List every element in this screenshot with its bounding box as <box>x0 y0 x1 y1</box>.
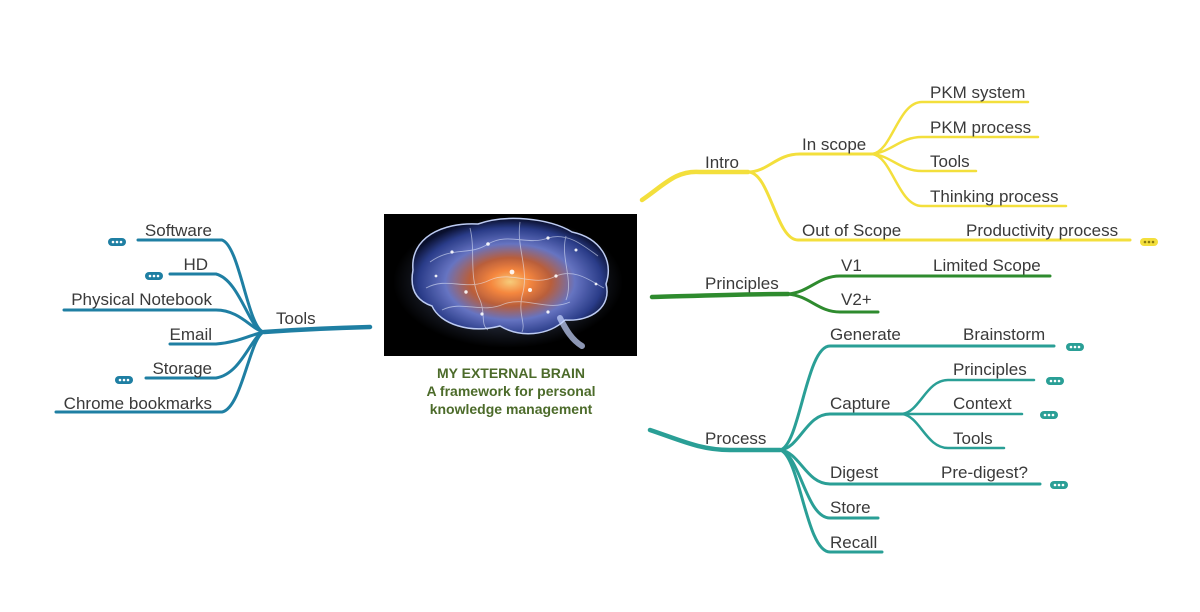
connector-thinking-process <box>870 152 1068 208</box>
connector-v2 <box>786 292 880 314</box>
node-digest[interactable]: Digest <box>830 463 878 482</box>
node-recall[interactable]: Recall <box>830 533 877 552</box>
connector-v1 <box>786 274 1052 296</box>
node-hd[interactable]: HD <box>183 255 208 274</box>
connector-tools-capture <box>900 412 1006 450</box>
node-productivity-process[interactable]: Productivity process <box>966 221 1118 240</box>
node-software[interactable]: Software <box>145 221 212 240</box>
connector-out-of-scope <box>746 170 1132 242</box>
connector-in-scope <box>746 152 874 174</box>
node-intro[interactable]: Intro <box>705 153 739 172</box>
more-dots-icon[interactable] <box>1050 481 1068 489</box>
central-title[interactable]: MY EXTERNAL BRAIN A framework for person… <box>426 365 595 417</box>
node-v2[interactable]: V2+ <box>841 290 872 309</box>
more-dots-icon[interactable] <box>145 272 163 280</box>
node-store[interactable]: Store <box>830 498 871 517</box>
node-brainstorm[interactable]: Brainstorm <box>963 325 1045 344</box>
connector-intro <box>639 169 751 203</box>
central-image <box>384 214 637 356</box>
connector-principles-capture <box>900 378 1036 416</box>
more-dots-icon[interactable] <box>1046 377 1064 385</box>
connector-recall <box>778 448 884 554</box>
branch-principles: Principles V1 V2+ Limited Scope <box>649 256 1052 314</box>
connector-pkm-process <box>870 135 1040 156</box>
node-context[interactable]: Context <box>953 394 1012 413</box>
branch-tools: Tools Software HD Physical Notebook Emai… <box>54 221 373 414</box>
node-process[interactable]: Process <box>705 429 766 448</box>
more-dots-icon[interactable] <box>1040 411 1058 419</box>
more-dots-icon[interactable] <box>1140 238 1158 246</box>
connector-chrome-bookmarks <box>54 330 266 414</box>
central-title-line2: A framework for personal <box>426 383 595 399</box>
connector-pkm-system <box>870 100 1030 156</box>
connector-capture <box>778 412 904 452</box>
node-tools-capture[interactable]: Tools <box>953 429 993 448</box>
node-capture[interactable]: Capture <box>830 394 890 413</box>
connector-software <box>136 238 266 334</box>
node-tools[interactable]: Tools <box>276 309 316 328</box>
node-storage[interactable]: Storage <box>152 359 212 378</box>
node-chrome-bookmarks[interactable]: Chrome bookmarks <box>64 394 212 413</box>
more-dots-icon[interactable] <box>1066 343 1084 351</box>
node-pkm-system[interactable]: PKM system <box>930 83 1025 102</box>
connector-physical-notebook <box>62 308 266 334</box>
branch-process: Process Generate Brainstorm Capture Prin… <box>647 325 1084 554</box>
node-out-of-scope[interactable]: Out of Scope <box>802 221 901 240</box>
node-tools-intro[interactable]: Tools <box>930 152 970 171</box>
more-dots-icon[interactable] <box>115 376 133 384</box>
branch-intro: Intro In scope Out of Scope PKM system P… <box>639 83 1158 246</box>
node-principles-capture[interactable]: Principles <box>953 360 1027 379</box>
connector-generate <box>778 344 1056 452</box>
node-thinking-process[interactable]: Thinking process <box>930 187 1059 206</box>
node-physical-notebook[interactable]: Physical Notebook <box>71 290 212 309</box>
node-principles[interactable]: Principles <box>705 274 779 293</box>
connector-process <box>647 427 783 453</box>
node-pkm-process[interactable]: PKM process <box>930 118 1031 137</box>
node-pre-digest[interactable]: Pre-digest? <box>941 463 1028 482</box>
node-v1[interactable]: V1 <box>841 256 862 275</box>
node-email[interactable]: Email <box>169 325 212 344</box>
connector-tools <box>261 324 373 335</box>
central-title-line1: MY EXTERNAL BRAIN <box>437 365 585 381</box>
node-limited-scope[interactable]: Limited Scope <box>933 256 1041 275</box>
more-dots-icon[interactable] <box>108 238 126 246</box>
node-generate[interactable]: Generate <box>830 325 901 344</box>
central-title-line3: knowledge management <box>430 401 593 417</box>
connector-principles <box>649 291 791 300</box>
node-in-scope[interactable]: In scope <box>802 135 866 154</box>
